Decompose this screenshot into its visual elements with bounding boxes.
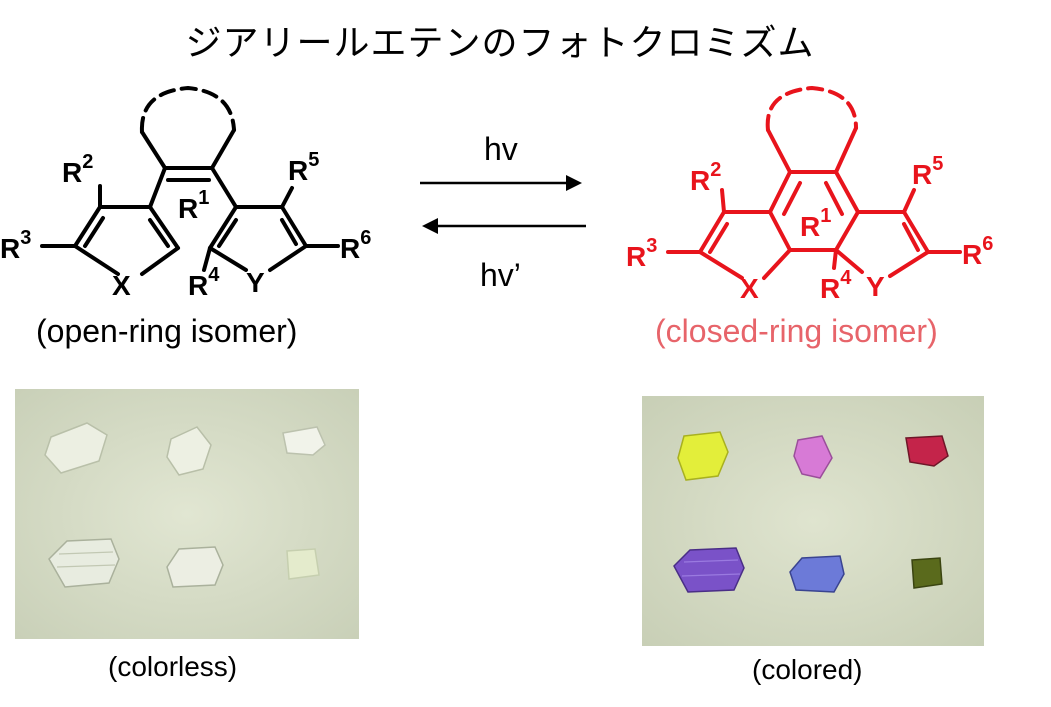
svg-text:R4: R4 <box>820 267 852 304</box>
svg-text:R6: R6 <box>962 233 993 270</box>
closed-r4-label: R <box>820 273 840 304</box>
closed-y-label: Y <box>866 271 885 302</box>
closed-x-label: X <box>740 273 759 304</box>
colored-crystals-photo <box>642 396 984 646</box>
open-ring-caption: (open-ring isomer) <box>36 313 298 349</box>
r3-label: R <box>0 233 20 264</box>
r4-label: R <box>188 270 208 301</box>
forward-arrowhead <box>566 175 582 191</box>
r2-superscript: 2 <box>82 151 93 173</box>
svg-text:R3: R3 <box>626 235 657 272</box>
closed-r2-label: R <box>690 165 710 196</box>
closed-r3-superscript: 3 <box>646 235 657 257</box>
closed-r1-label: R <box>800 211 820 242</box>
r6-label: R <box>340 233 360 264</box>
x-label: X <box>112 270 131 301</box>
reverse-arrowhead <box>422 218 438 234</box>
svg-text:R3: R3 <box>0 227 31 264</box>
svg-text:R5: R5 <box>912 153 943 190</box>
closed-r1-superscript: 1 <box>820 205 831 227</box>
closed-r6-label: R <box>962 239 982 270</box>
svg-text:R5: R5 <box>288 149 319 186</box>
r1-superscript: 1 <box>198 187 209 209</box>
colored-caption: (colored) <box>752 654 863 685</box>
svg-text:R2: R2 <box>62 151 93 188</box>
colorless-caption: (colorless) <box>108 651 238 682</box>
r3-superscript: 3 <box>20 227 31 249</box>
forward-arrow-label: hv <box>484 131 518 167</box>
r2-label: R <box>62 157 82 188</box>
svg-text:R6: R6 <box>340 227 371 264</box>
r5-label: R <box>288 155 308 186</box>
closed-r5-superscript: 5 <box>932 153 943 175</box>
r5-superscript: 5 <box>308 149 319 171</box>
colorless-crystals-photo <box>15 389 359 639</box>
page-title: ジアリールエテンのフォトクロミズム <box>185 23 815 64</box>
closed-r4-superscript: 4 <box>840 267 852 289</box>
reaction-arrows: hv hv’ <box>420 131 586 293</box>
closed-r6-superscript: 6 <box>982 233 993 255</box>
r1-label: R <box>178 193 198 224</box>
reverse-arrow-label: hv’ <box>480 257 521 293</box>
closed-r5-label: R <box>912 159 932 190</box>
svg-text:R2: R2 <box>690 159 721 196</box>
r6-superscript: 6 <box>360 227 371 249</box>
closed-ring-structure: X Y R2 R3 R1 R4 R5 R6 <box>626 85 993 304</box>
closed-ring-caption: (closed-ring isomer) <box>655 313 938 349</box>
svg-text:R4: R4 <box>188 264 220 301</box>
closed-r3-label: R <box>626 241 646 272</box>
r4-superscript: 4 <box>208 264 220 286</box>
closed-r2-superscript: 2 <box>710 159 721 181</box>
open-ring-structure: X Y R2 R3 R1 R4 R5 R6 <box>0 85 371 301</box>
y-label: Y <box>246 267 265 298</box>
svg-text:R1: R1 <box>178 187 209 224</box>
svg-text:R1: R1 <box>800 205 831 242</box>
